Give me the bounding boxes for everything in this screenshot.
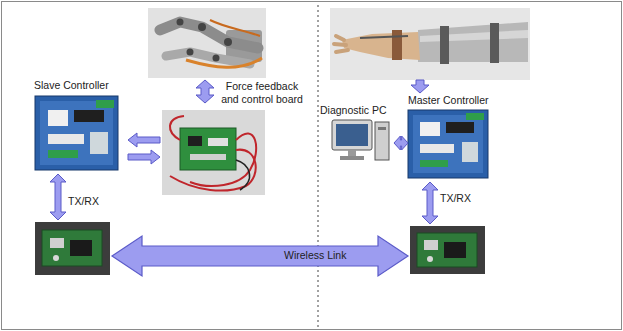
controller-board-photo (462, 142, 478, 162)
controller-board-photo (408, 110, 488, 178)
exoskeleton-glove-photo (418, 22, 528, 62)
vertical-arrow (50, 174, 66, 220)
exoskeleton-glove-photo (440, 26, 449, 64)
pc-icon (336, 124, 368, 146)
pc-icon (348, 150, 356, 156)
link-label: Wireless Link (282, 249, 348, 262)
wireless-arrow (112, 236, 408, 276)
controller-board-photo (74, 110, 104, 122)
robot-hand-photo (224, 38, 232, 46)
force-board-photo (190, 133, 256, 186)
force-board-photo (208, 138, 228, 146)
controller-board-photo (35, 96, 118, 170)
connector-arrow (128, 150, 160, 164)
exoskeleton-glove-photo (360, 36, 408, 38)
node-heading: Slave Controller (34, 79, 128, 92)
robot-hand-photo (160, 22, 258, 48)
master-controller-box: Master Controller (408, 94, 506, 180)
controller-board-photo (90, 132, 108, 154)
pc-icon (378, 127, 386, 130)
force-board-photo (162, 110, 265, 195)
transceiver-photo (427, 256, 433, 262)
vertical-arrow (196, 80, 214, 103)
port-label: TX/RX (438, 192, 473, 205)
exoskeleton-glove-photo (490, 23, 499, 63)
force-board-photo (190, 154, 226, 160)
transceiver-photo (410, 226, 485, 274)
transceiver-photo (417, 233, 477, 267)
pc-icon (375, 122, 389, 160)
exoskeleton-glove-photo (334, 36, 348, 52)
robot-hand-photo (210, 20, 260, 36)
controller-board-photo (48, 110, 68, 126)
transceiver-photo (424, 240, 438, 250)
robot-hand-photo (198, 23, 206, 31)
vertical-arrow (422, 182, 438, 224)
transceiver-photo (53, 255, 59, 261)
transceiver-photo (50, 238, 64, 248)
transceiver-photo (70, 240, 92, 256)
robot-hand-photo (166, 52, 250, 64)
robot-hand-photo (213, 55, 220, 62)
connector-arrow (128, 133, 160, 147)
robot-hand-photo (148, 8, 266, 78)
controller-board-photo (96, 100, 114, 108)
pc-icon (332, 120, 372, 150)
force-board-photo (170, 150, 256, 191)
exoskeleton-glove-photo (342, 32, 420, 60)
pc-box: Diagnostic PC (320, 104, 394, 166)
controller-board-photo (420, 144, 454, 153)
transceiver-photo (410, 226, 485, 274)
force-board-box: Force feedback and control board (160, 80, 306, 196)
controller-board-photo (408, 110, 488, 178)
force-board-photo (236, 160, 250, 190)
exoskeleton-glove-photo (330, 8, 530, 80)
controller-board-photo (48, 134, 84, 144)
controller-board-photo (420, 122, 440, 136)
controller-board-photo (420, 160, 448, 167)
pc-icon (340, 156, 364, 160)
transceiver-photo (35, 222, 110, 275)
controller-board-photo (413, 115, 483, 173)
robot-hand-photo (177, 19, 184, 26)
force-board-photo (162, 110, 265, 195)
force-board-photo (180, 128, 236, 170)
exoskeleton-glove-photo (392, 30, 402, 60)
force-board-photo (170, 116, 184, 140)
transceiver-photo (35, 222, 110, 275)
divider-line (318, 5, 319, 327)
transceiver-photo (42, 230, 102, 266)
vertical-arrow (411, 80, 429, 93)
node-heading: Force feedback and control board (218, 80, 306, 105)
pc-icon (332, 120, 389, 160)
slave-controller-box: Slave Controller (34, 79, 128, 171)
robot-hand-photo (187, 49, 194, 56)
controller-board-photo (35, 96, 118, 170)
connector-arrow (394, 136, 408, 150)
port-label: TX/RX (66, 195, 101, 208)
controller-board-photo (40, 101, 113, 165)
force-board-photo (188, 136, 202, 146)
exoskeleton-glove-photo (420, 30, 528, 42)
exoskeleton-glove-photo (330, 8, 530, 80)
robot-hand-photo (186, 58, 262, 67)
node-heading: Diagnostic PC (320, 104, 394, 117)
controller-board-photo (48, 150, 78, 158)
node-heading: Master Controller (408, 94, 506, 107)
controller-board-photo (466, 113, 484, 120)
transceiver-photo (444, 242, 466, 258)
controller-board-photo (446, 122, 474, 133)
robot-hand-photo (148, 8, 266, 78)
